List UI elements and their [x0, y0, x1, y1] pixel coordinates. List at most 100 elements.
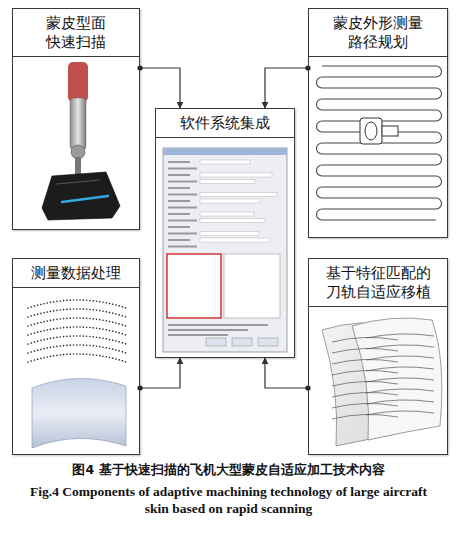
scanner-light: [62, 196, 108, 202]
connector-dot: [137, 385, 142, 390]
toolpath-line: [332, 359, 398, 364]
panel-box: 蒙皮型面 快速扫描: [12, 8, 140, 230]
arm-top: [68, 62, 88, 102]
heading-box: 软件系统集成: [156, 109, 294, 138]
scan-points: [28, 345, 126, 353]
window-titlebar: [163, 148, 287, 155]
english-caption: Fig.4 Components of adaptive machining t…: [29, 483, 429, 517]
toolpath-line: [332, 403, 398, 408]
scan-points: [28, 354, 126, 362]
form-label: [168, 226, 190, 228]
button: [258, 338, 278, 346]
heading-text: 软件系统集成: [180, 114, 270, 133]
panel-box: 基于特征匹配的 刀轨自适应移植: [308, 258, 448, 455]
window-frame: [163, 148, 287, 352]
list-highlight: [167, 254, 221, 318]
form-label: [168, 187, 190, 189]
scan-points: [28, 327, 126, 335]
heading-text: 测量数据处理: [31, 264, 121, 283]
heading-box: 蒙皮外形测量 路径规划: [309, 9, 447, 57]
connector-arrow: [265, 68, 308, 108]
toolpath-illustration: [322, 318, 442, 446]
form-label: [168, 161, 190, 163]
probe-lens: [365, 122, 377, 140]
form-label: [168, 181, 197, 183]
form-label: [168, 334, 228, 336]
probe-shaft: [382, 126, 398, 136]
toolpath-line: [332, 370, 398, 375]
form-field: [200, 160, 250, 164]
connector-dot: [137, 65, 142, 70]
figure-caption: 图4 基于快速扫描的飞机大型蒙皮自适应加工技术内容: [72, 462, 384, 477]
toolpath-lines: [332, 334, 434, 419]
list-box: [224, 254, 280, 318]
toolpath-line: [332, 348, 398, 353]
scan-points: [28, 336, 126, 344]
scanner-illustration: [42, 62, 120, 220]
software-screenshot: [163, 148, 287, 352]
caption-wrap: 图4 基于快速扫描的飞机大型蒙皮自适应加工技术内容: [0, 460, 457, 478]
form-field: [200, 238, 270, 242]
toolpath-line: [366, 345, 434, 349]
toolpath-line: [366, 400, 434, 404]
skin-sheet: [352, 318, 442, 440]
toolpath-line: [366, 411, 434, 415]
caption-wrap: Fig.4 Components of adaptive machining t…: [12, 483, 445, 517]
form-field: [200, 180, 255, 184]
toolpath-line: [332, 337, 398, 342]
form-label: [168, 207, 197, 209]
panel-box: 软件系统集成: [155, 108, 295, 358]
heading-text: 基于特征匹配的 刀轨自适应移植: [319, 264, 437, 302]
scan-path-illustration: [317, 66, 442, 220]
arm-joint: [71, 145, 85, 159]
toolpath-line: [332, 414, 398, 419]
form-label: [168, 194, 197, 196]
form-label: [168, 324, 268, 326]
toolpath-line: [366, 334, 434, 338]
heading-box: 蒙皮型面 快速扫描: [13, 9, 139, 57]
toolpath-line: [332, 392, 398, 397]
arm: [70, 98, 86, 150]
fitted-surface: [32, 378, 126, 448]
arm-rod: [75, 157, 81, 175]
form-field: [200, 193, 277, 197]
heading-box: 测量数据处理: [13, 259, 139, 288]
form-label: [168, 239, 190, 241]
form-label: [168, 329, 248, 331]
connector-arrow: [140, 68, 180, 108]
toolpath-line: [366, 378, 434, 382]
form-label: [168, 246, 197, 248]
heading-text: 蒙皮外形测量 路径规划: [328, 14, 428, 52]
probe-body: [360, 118, 382, 144]
panel-box: 测量数据处理: [12, 258, 140, 455]
form-label: [168, 233, 197, 235]
scanner-head: [42, 172, 120, 220]
toolpath-line: [366, 367, 434, 371]
panel-box: 蒙皮外形测量 路径规划: [308, 8, 448, 238]
toolpath-line: [366, 389, 434, 393]
toolpath-line: [366, 356, 434, 360]
toolpath-line: [332, 381, 398, 386]
connector-arrow: [265, 358, 308, 388]
connector-arrow: [140, 358, 180, 388]
heading-box: 基于特征匹配的 刀轨自适应移植: [309, 259, 447, 307]
form-label: [168, 220, 197, 222]
serpentine-path: [317, 66, 442, 220]
form-field: [200, 199, 260, 203]
button: [232, 338, 252, 346]
form-label: [168, 174, 190, 176]
form-label: [168, 168, 197, 170]
form-label: [168, 213, 190, 215]
form-field: [200, 232, 259, 236]
scan-points: [28, 318, 126, 326]
form-label: [168, 200, 190, 202]
scan-points: [28, 300, 126, 308]
form-field: [200, 173, 272, 177]
heading-text: 蒙皮型面 快速扫描: [41, 14, 111, 52]
button: [206, 338, 226, 346]
scan-points: [28, 309, 126, 317]
scanner-edge: [56, 180, 100, 184]
form-field: [200, 212, 254, 216]
form-field: [200, 219, 265, 223]
